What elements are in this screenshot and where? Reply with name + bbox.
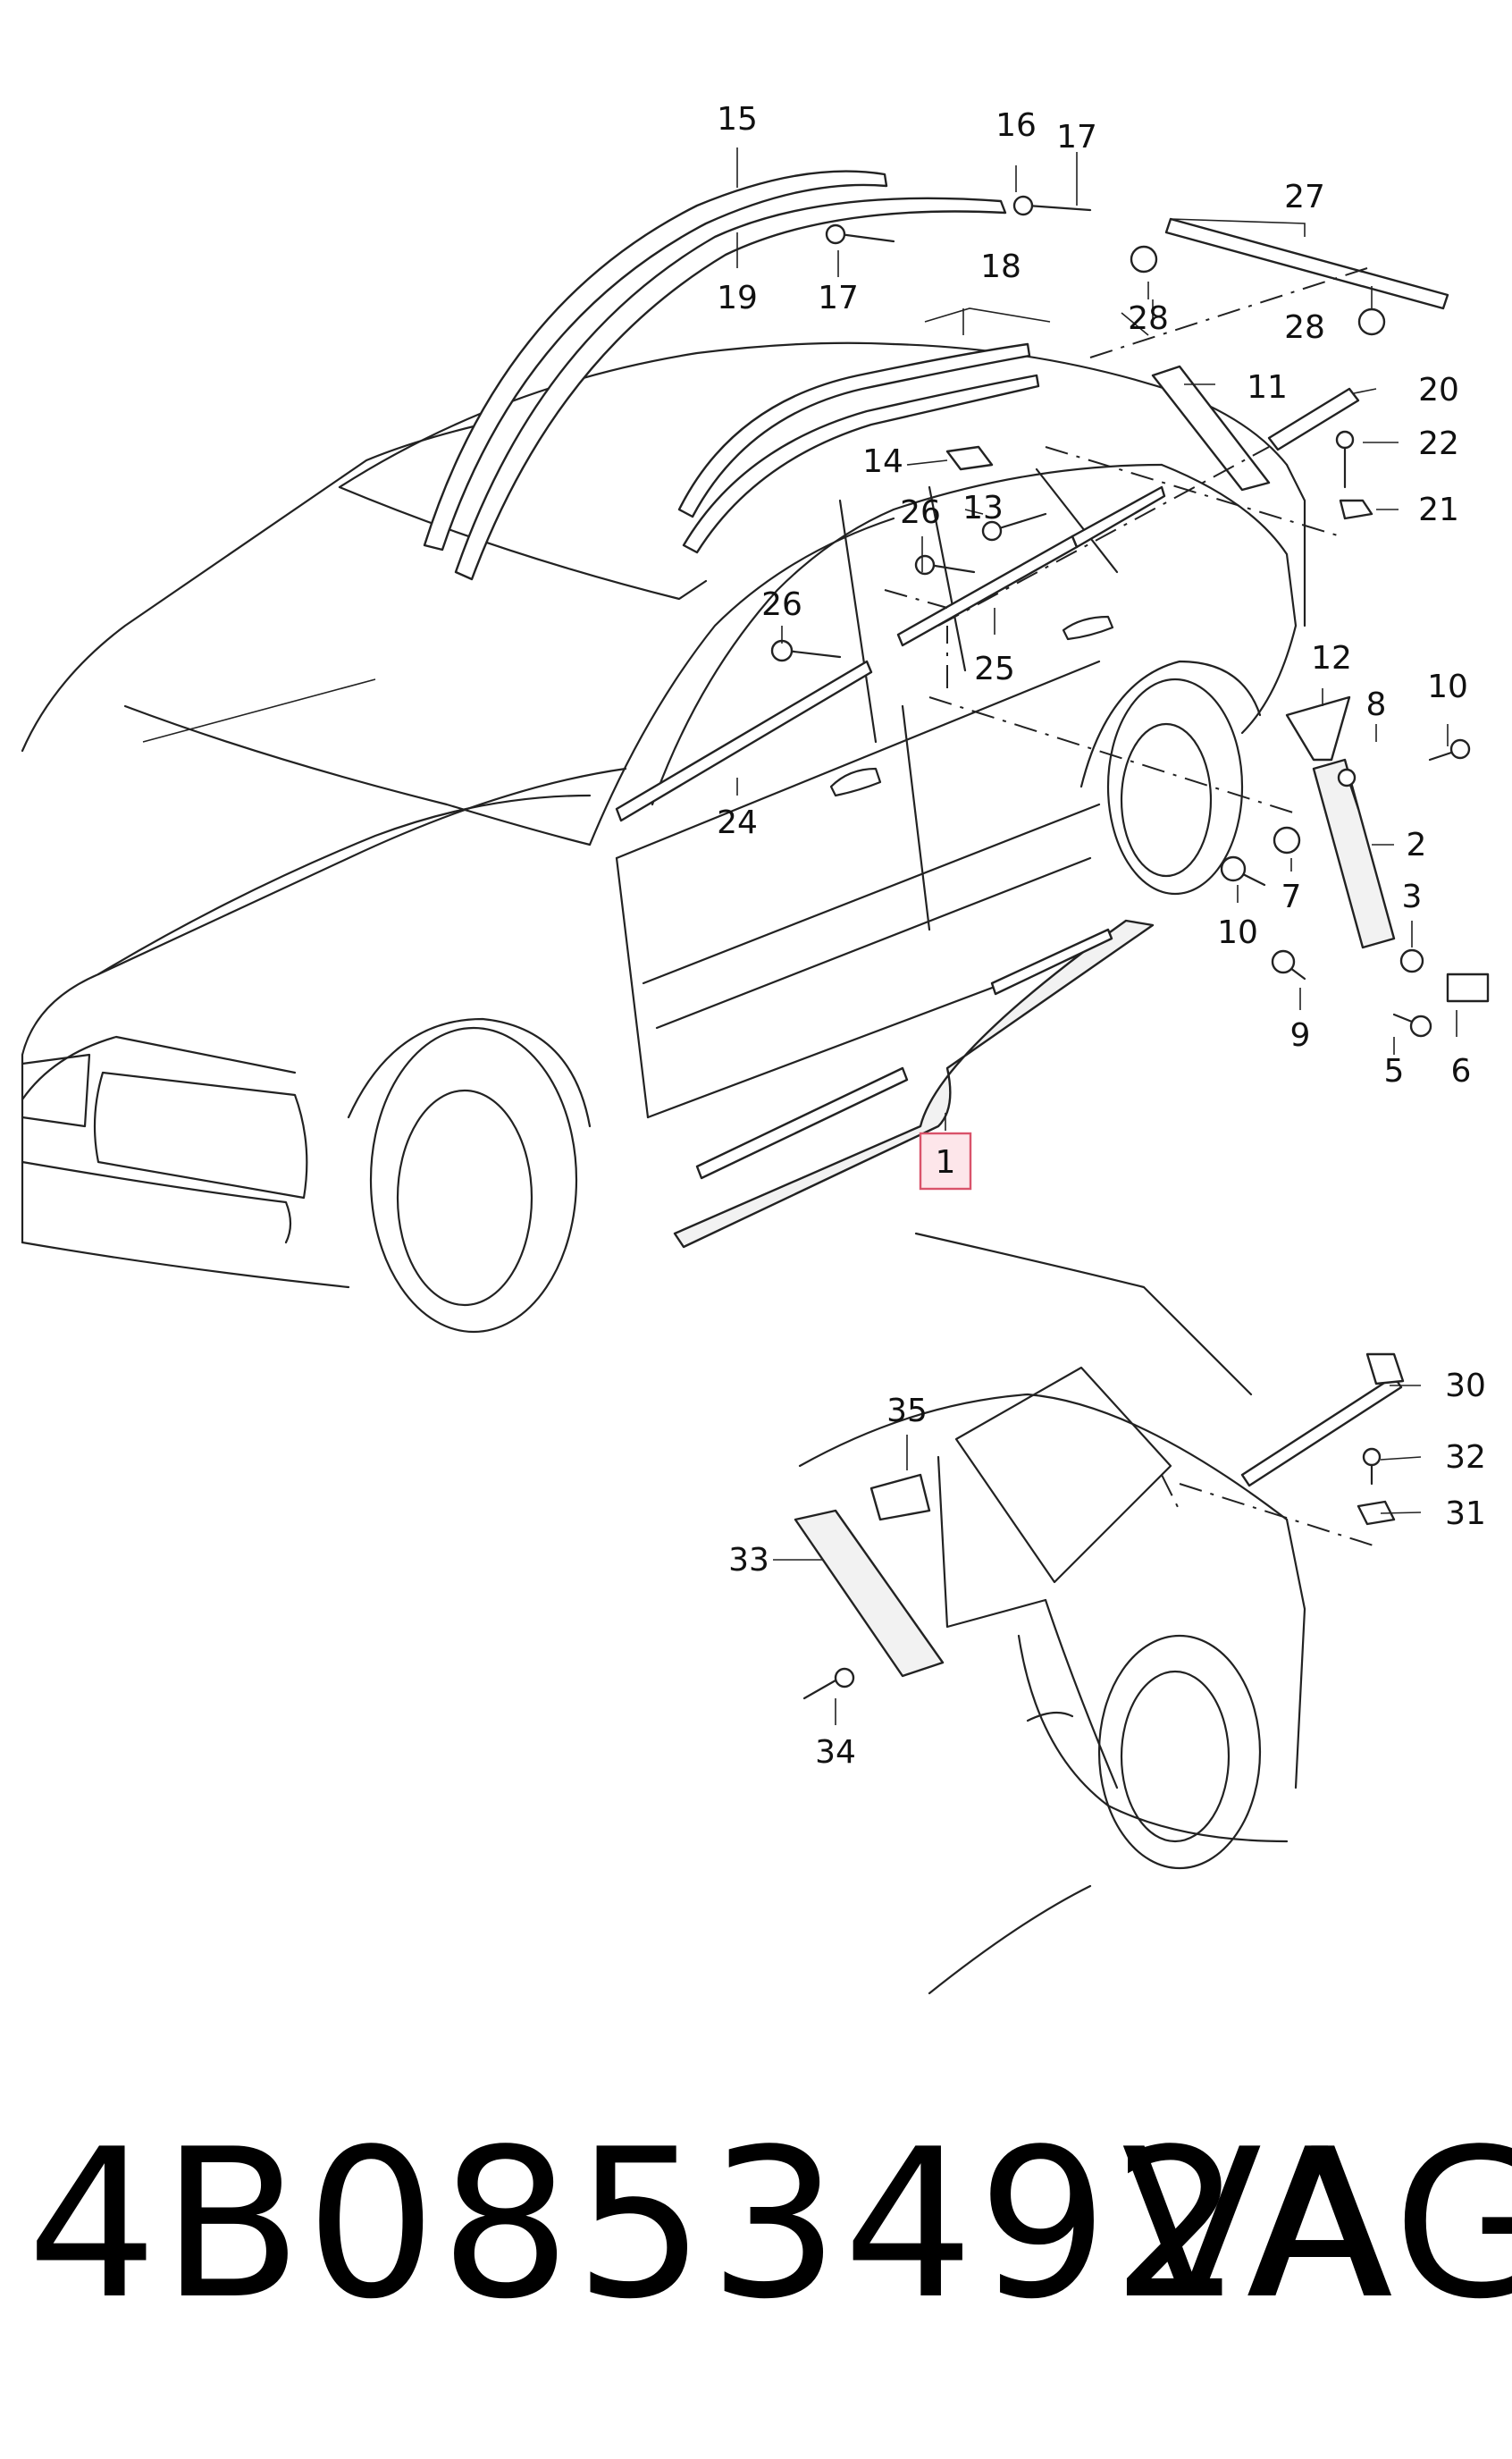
callout-19: 19 <box>717 280 758 316</box>
window-frame-moulding <box>677 342 1040 554</box>
callout-28: 28 <box>1128 300 1169 337</box>
rivet-icon <box>1335 430 1355 489</box>
screw-icon <box>1220 855 1266 887</box>
clip-icon <box>1357 307 1386 336</box>
screw-icon <box>1392 1013 1432 1038</box>
callout-26: 26 <box>900 494 941 531</box>
pillar-trim <box>1285 695 1490 1003</box>
callout-8: 8 <box>1366 686 1387 723</box>
callout-12: 11 <box>1247 369 1288 406</box>
callout-6: 6 <box>1451 1053 1472 1090</box>
screw-icon <box>1012 195 1092 216</box>
callout-9: 9 <box>1290 1017 1311 1054</box>
nut-icon <box>1273 826 1301 855</box>
rear-trim <box>1151 217 1449 492</box>
callout-34: 34 <box>815 1734 856 1771</box>
clip-icon <box>1357 1500 1396 1526</box>
screw-icon <box>1271 949 1306 981</box>
callout-1-highlight: 1 <box>919 1132 972 1191</box>
sill-panel <box>673 919 1155 1249</box>
screw-icon <box>1337 768 1360 811</box>
callout-10: 10 <box>1427 669 1468 705</box>
callout-1: 1 <box>936 1144 956 1181</box>
screw-icon <box>825 223 895 245</box>
rivet-icon <box>1362 1447 1382 1486</box>
callout-3: 3 <box>1402 879 1423 915</box>
callout-24: 24 <box>717 804 758 841</box>
clip-icon <box>1130 245 1158 274</box>
callout-26: 26 <box>761 586 802 623</box>
rear-fastener-icons <box>802 1447 1396 1700</box>
window-strip <box>615 485 1166 822</box>
callout-10: 10 <box>1217 914 1258 951</box>
callout-2: 2 <box>1407 827 1427 863</box>
screw-icon <box>1428 738 1471 762</box>
roof-moulding <box>423 170 1007 581</box>
screw-icon <box>770 639 842 662</box>
fastener-icons <box>770 195 1471 1038</box>
screw-icon <box>802 1667 855 1700</box>
footer: 4B0853492A VAG <box>0 2056 1512 2396</box>
leader-lines <box>736 147 1457 1725</box>
callout-16: 16 <box>995 107 1037 144</box>
callout-labels: 15 16 17 19 17 18 27 28 28 11 20 22 21 1… <box>717 101 1486 1771</box>
callout-30: 30 <box>1445 1368 1486 1404</box>
car-body-outline <box>21 341 1306 1334</box>
callout-27: 27 <box>1284 179 1325 215</box>
callout-15: 15 <box>717 101 758 138</box>
callout-22: 22 <box>1418 425 1459 462</box>
reference-lines <box>884 267 1368 814</box>
callout-17: 17 <box>818 280 859 316</box>
callout-31: 31 <box>1445 1495 1486 1532</box>
callout-21: 21 <box>1418 492 1459 528</box>
rear-detail-outline <box>798 1232 1306 1995</box>
callout-20: 20 <box>1418 372 1459 408</box>
callout-25: 25 <box>974 651 1015 687</box>
callout-13: 13 <box>962 490 1004 526</box>
parts-diagram: 15 16 17 19 17 18 27 28 28 11 20 22 21 1… <box>21 101 1490 1995</box>
screw-icon <box>914 554 976 576</box>
callout-5: 5 <box>1384 1053 1405 1090</box>
screw-icon <box>981 512 1047 542</box>
callout-17: 17 <box>1056 119 1097 156</box>
callout-7: 7 <box>1281 879 1302 915</box>
brand-name: VAG <box>1121 2106 1512 2345</box>
clip-icon <box>945 445 994 471</box>
callout-11: 12 <box>1311 640 1352 677</box>
nut-icon <box>1399 948 1424 973</box>
callout-28: 28 <box>1284 309 1325 346</box>
callout-32: 32 <box>1445 1439 1486 1476</box>
callout-18: 18 <box>980 248 1021 285</box>
callout-35: 35 <box>886 1393 928 1429</box>
callout-14: 14 <box>862 443 903 480</box>
nut-icon <box>1339 499 1373 520</box>
rear-pillar-trim <box>794 1352 1405 1678</box>
rear-reference-lines <box>1161 1474 1377 1547</box>
part-number: 4B0853492A <box>27 2106 1390 2345</box>
callout-33: 33 <box>728 1542 769 1579</box>
